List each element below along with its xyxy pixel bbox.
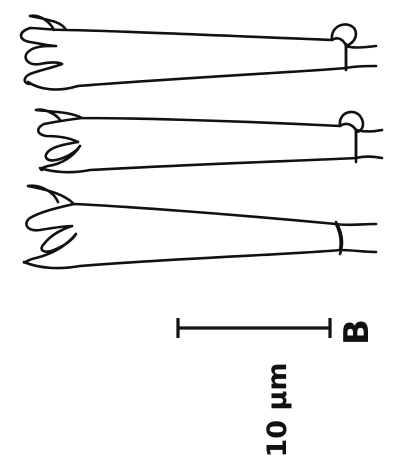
basidium-bottom: [24, 186, 376, 268]
clamp-connection-middle: [340, 112, 363, 132]
basidium-top-outline: [21, 16, 346, 90]
basidium-top: [21, 16, 376, 90]
basidium-middle: [36, 110, 382, 173]
basidium-middle-outline: [36, 110, 356, 173]
basidium-top-neck: [346, 46, 376, 68]
basidium-middle-neck: [356, 130, 382, 158]
panel-label: B: [337, 319, 377, 345]
scale-bar: 10 µm: [178, 318, 330, 457]
scale-bar-label: 10 µm: [262, 363, 293, 458]
basidium-bottom-outline: [24, 186, 341, 268]
